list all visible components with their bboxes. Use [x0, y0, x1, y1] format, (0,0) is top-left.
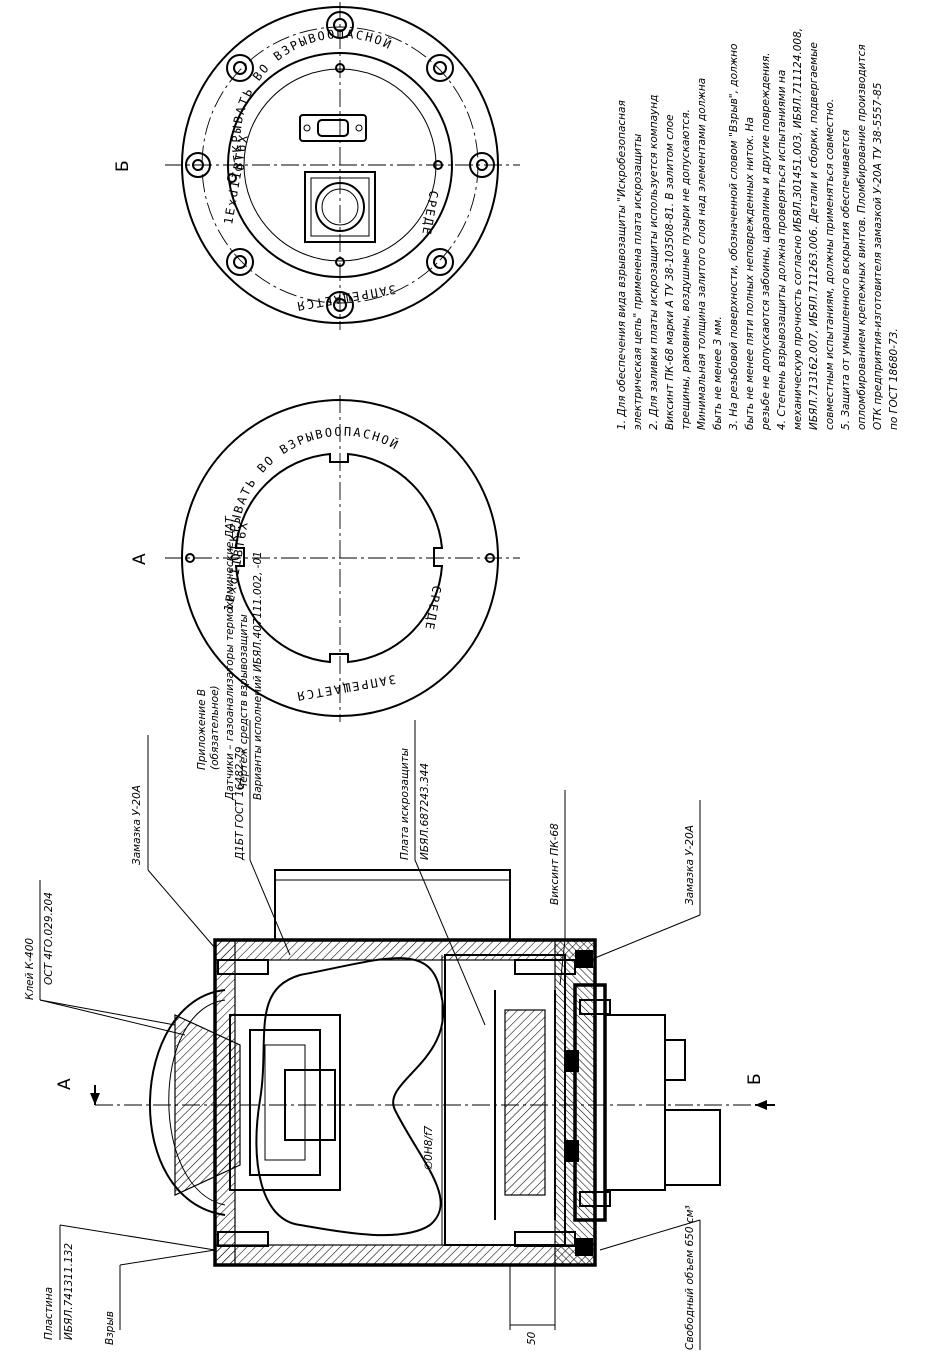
note-line: механическую прочность согласно ИБЯЛ.301… — [792, 28, 804, 430]
appendix-header: Приложение В (обязательное) Датчики – га… — [196, 515, 264, 801]
section-drawing: А Б 50 ∅0Н8/f7 — [55, 869, 775, 1345]
note-line: ОТК предприятия-изготовителя замазкой У-… — [872, 82, 884, 430]
note-line: Виксинт ПК-68 марки А ТУ 38-103508-81. В… — [664, 114, 676, 430]
view-b-arc-text: ОТКРЫВАТЬ ВО ВЗРЫВООПАСНОЙ — [229, 27, 395, 173]
body-wall-top — [214, 939, 596, 961]
svg-text:А: А — [55, 1078, 75, 1090]
svg-text:СРЕДЕ: СРЕДЕ — [419, 189, 441, 237]
board-potting — [504, 1009, 546, 1196]
section-arrow-a: А — [55, 1078, 100, 1105]
callout-compound-bottom: Замазка У-20А — [684, 825, 696, 905]
note-line: 5. Защита от умышленного вскрытия обеспе… — [840, 130, 852, 430]
header-line-3: Датчики – газоанализаторы термохимически… — [224, 515, 236, 801]
view-a-env-text: СРЕДЕ — [422, 584, 444, 632]
connector-plug — [664, 1109, 721, 1186]
sensor-cone — [174, 1014, 241, 1196]
board-assembly — [444, 954, 566, 1246]
note-line: резьбе не допускаются забоины, царапины … — [760, 52, 772, 431]
header-line-2: (обязательное) — [209, 685, 221, 770]
view-b-bolts — [185, 11, 495, 319]
view-a: ОТКРЫВАТЬ ВО ВЗРЫВООПАСНОЙ СРЕДЕ ЗАПРЕЩА… — [130, 395, 520, 722]
technical-requirements: 1. Для обеспечения вида взрывозащиты "Ис… — [616, 28, 900, 431]
note-line: быть не менее 3 мм. — [712, 316, 724, 430]
callout-board-code: ИБЯЛ.687243.344 — [419, 763, 431, 860]
dim-clearance: ∅0Н8/f7 — [423, 1125, 435, 1170]
callout-glue-std: ОСТ 4ГО.029.204 — [43, 892, 55, 985]
note-line: ИБЯЛ.713162.007, ИБЯЛ.711263.006. Детали… — [808, 42, 820, 430]
note-line: 2. Для заливки платы искрозащиты использ… — [648, 95, 660, 430]
note-line: трещины, раковины, воздушные пузыри не д… — [680, 109, 692, 430]
header-line-4: Чертеж средств взрывозащиты — [238, 614, 250, 790]
note-line: 3. На резьбовой поверхности, обозначенно… — [728, 44, 740, 430]
section-arrow-b: Б — [745, 1073, 775, 1110]
pad-2 — [565, 1140, 579, 1162]
svg-text:СРЕДЕ: СРЕДЕ — [422, 584, 444, 632]
svg-text:Б: Б — [745, 1073, 765, 1085]
view-a-inner-opening — [234, 452, 444, 664]
note-line: 1. Для обеспечения вида взрывозащиты "Ис… — [616, 100, 628, 430]
note-line: электрическая цепь" применена плата искр… — [632, 134, 644, 430]
pad-1 — [565, 1050, 579, 1072]
view-a-label: А — [130, 553, 150, 565]
header-line-1: Приложение В — [196, 689, 208, 770]
note-line: опломбированием крепежных винтов. Пломби… — [856, 44, 868, 430]
callout-vixint: Виксинт ПК-68 — [549, 823, 561, 905]
view-b-env-text: СРЕДЕ — [419, 189, 441, 237]
break-outline — [255, 957, 445, 1237]
note-line: 4. Степень взрывозащиты должна проверять… — [776, 70, 788, 430]
note-line: быть не менее пяти полных неповрежденных… — [744, 117, 756, 430]
dome-cap — [148, 989, 226, 1216]
view-b-connector-small — [299, 114, 367, 142]
view-a-arc-text: ОТКРЫВАТЬ ВО ВЗРЫВООПАСНОЙ — [227, 425, 402, 562]
callout-vzryv: Взрыв — [104, 1311, 116, 1345]
view-b-marking-text: 1ExdIIBT6X — [221, 132, 251, 225]
view-b: ОТКРЫВАТЬ ВО ВЗРЫВООПАСНОЙ СРЕДЕ ЗАПРЕЩА… — [113, 2, 520, 330]
header-line-5: Варианты исполнений ИБЯЛ.407111.002, -01 — [252, 551, 264, 800]
connector-housing — [604, 1014, 666, 1191]
callout-free-volume: Свободный объем 650 см³ — [684, 1205, 696, 1350]
callouts: Клей К-400 ОСТ 4ГО.029.204 Замазка У-20А… — [24, 720, 701, 1350]
note-line: совместным испытаниям, должны применятьс… — [824, 99, 836, 430]
view-a-forbidden-text: ЗАПРЕЩАЕТСЯ — [295, 672, 397, 703]
svg-text:1ExdIIBT6X: 1ExdIIBT6X — [221, 132, 251, 225]
note-line: по ГОСТ 18680-73. — [888, 328, 900, 430]
upper-tube — [274, 869, 511, 941]
flange-bolts — [217, 950, 611, 1256]
callout-compound-top: Замазка У-20А — [131, 785, 143, 865]
svg-text:ЗАПРЕЩАЕТСЯ: ЗАПРЕЩАЕТСЯ — [295, 672, 397, 703]
body-wall-bottom — [214, 1244, 596, 1266]
note-line: Минимальная толщина залитого слоя над эл… — [696, 78, 708, 430]
callout-glue: Клей К-400 — [24, 938, 36, 1000]
callout-plate-code: ИБЯЛ.741311.132 — [63, 1243, 75, 1340]
callout-thread: Д1БТ ГОСТ 16482-79 — [234, 746, 246, 861]
callout-board: Плата искрозащиты — [399, 748, 411, 860]
callout-plate: Пластина — [43, 1287, 55, 1340]
dim-gap: 50 — [526, 1331, 538, 1345]
view-b-label: Б — [113, 160, 133, 172]
view-b-connector-large — [304, 171, 376, 243]
